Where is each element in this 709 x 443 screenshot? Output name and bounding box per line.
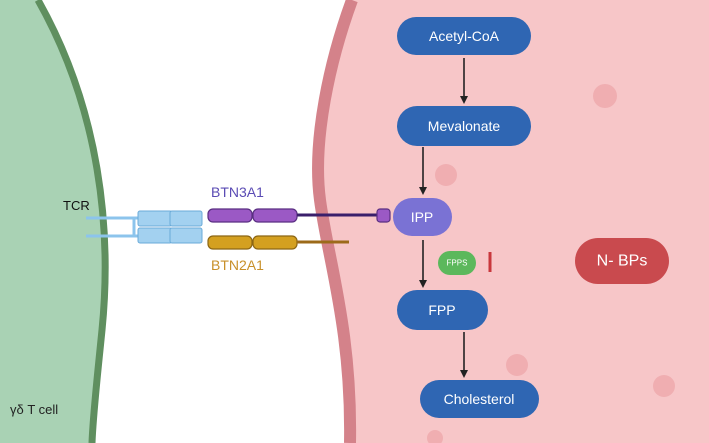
node-ipp-label: IPP xyxy=(411,209,434,225)
btn2a1-protein xyxy=(207,235,349,250)
vesicle-dot xyxy=(506,354,528,376)
tcr-label: TCR xyxy=(63,198,90,213)
node-fpps: FPPS xyxy=(438,251,476,275)
btn3a1-protein xyxy=(207,208,391,223)
cell-label: γδ T cell xyxy=(10,402,58,417)
tcr-receptor xyxy=(86,210,203,244)
node-acetyl-coa: Acetyl-CoA xyxy=(397,17,531,55)
node-ipp: IPP xyxy=(393,198,452,236)
target-cell xyxy=(318,0,709,443)
node-cholesterol-label: Cholesterol xyxy=(444,391,515,407)
btn2a1-label: BTN2A1 xyxy=(211,257,264,273)
t-cell-membrane xyxy=(34,0,109,443)
inhibition-line xyxy=(488,252,575,272)
vesicle-dot xyxy=(427,430,443,443)
target-cell-membrane xyxy=(312,0,358,443)
vesicle-dot xyxy=(593,84,617,108)
node-nbps-label: N- BPs xyxy=(597,253,648,270)
node-mevalonate: Mevalonate xyxy=(397,106,531,146)
node-mevalonate-label: Mevalonate xyxy=(428,118,501,134)
vesicle-dot xyxy=(435,164,457,186)
node-fpp: FPP xyxy=(397,290,488,330)
node-fpp-label: FPP xyxy=(428,302,455,318)
node-fpps-label: FPPS xyxy=(447,259,468,268)
vesicle-dot xyxy=(653,375,675,397)
node-cholesterol: Cholesterol xyxy=(420,380,539,418)
node-nbps: N- BPs xyxy=(575,238,669,284)
t-cell xyxy=(0,0,106,443)
node-acetyl-coa-label: Acetyl-CoA xyxy=(429,28,500,44)
btn3a1-label: BTN3A1 xyxy=(211,184,264,200)
